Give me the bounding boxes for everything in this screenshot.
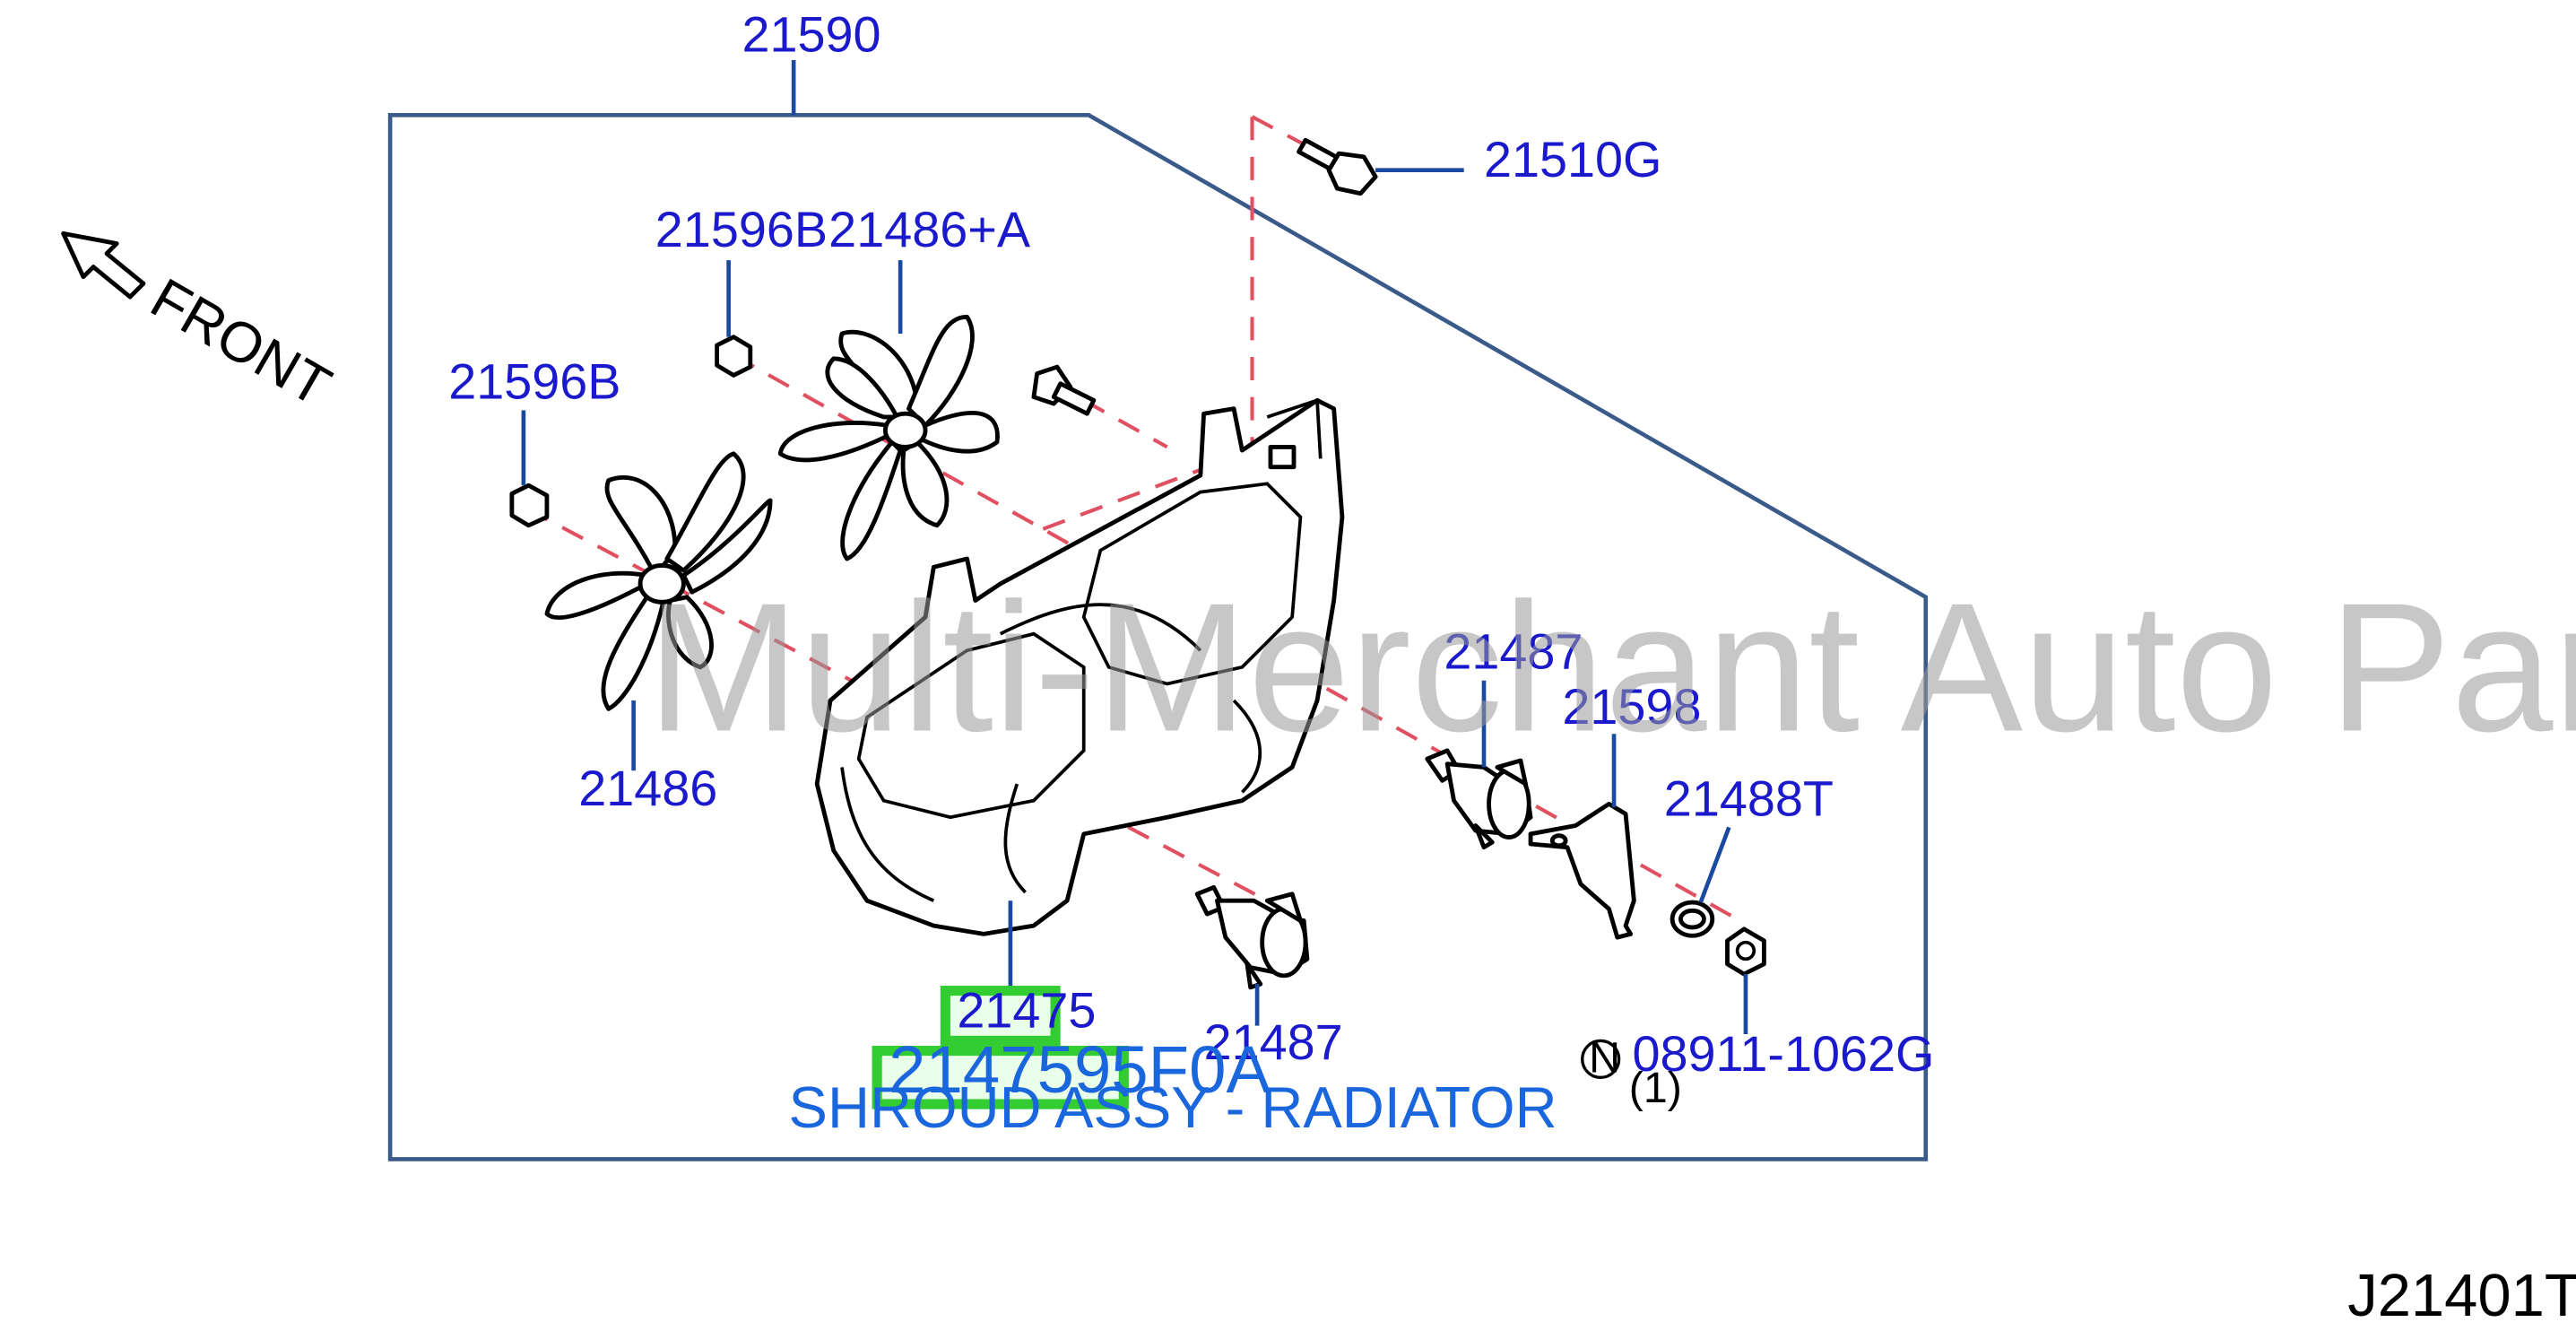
label-21486[interactable]: 21486 — [578, 761, 717, 816]
nut-08911-icon — [1725, 926, 1766, 977]
label-21475[interactable]: 21475 — [957, 983, 1096, 1039]
label-21486a[interactable]: 21486+A — [828, 202, 1031, 257]
fan-21486a-icon — [777, 314, 1000, 561]
n-symbol-circle — [1581, 1039, 1621, 1079]
bracket-21598-icon — [1528, 801, 1636, 940]
bolt-21510g-icon — [1297, 137, 1378, 196]
highlight-box-21475 — [940, 986, 1061, 1046]
motor-21487-lower-icon — [1194, 884, 1310, 990]
watermark: Multi-Merchant Auto Partstore — [647, 566, 2576, 770]
label-21487-lower[interactable]: 21487 — [1204, 1014, 1343, 1070]
n-symbol: N — [1589, 1034, 1620, 1083]
label-qty: (1) — [1629, 1064, 1682, 1112]
label-21596b-lower[interactable]: 21596B — [448, 353, 620, 409]
label-21487-upper[interactable]: 21487 — [1444, 624, 1583, 680]
label-21596b-upper[interactable]: 21596B — [655, 202, 828, 257]
front-label: FRONT — [141, 266, 342, 418]
part-number[interactable]: 2147595F0A — [889, 1032, 1271, 1107]
label-21510g[interactable]: 21510G — [1484, 132, 1661, 187]
nut-21596b-lower-icon — [509, 483, 550, 528]
shroud-icon — [814, 397, 1345, 936]
label-08911-1062g[interactable]: 08911-1062G — [1632, 1026, 1934, 1082]
bolt-icon — [1031, 364, 1097, 416]
leader-washer — [1698, 826, 1731, 903]
assembly-frame — [387, 113, 1929, 1161]
washer-21488t-icon — [1670, 900, 1715, 938]
label-21590[interactable]: 21590 — [742, 7, 880, 63]
part-description: SHROUD ASSY - RADIATOR — [789, 1074, 1557, 1140]
motor-21487-upper-icon — [1425, 748, 1533, 850]
diagram-code: J21401TH — [2347, 1262, 2576, 1329]
label-21598[interactable]: 21598 — [1562, 679, 1701, 735]
nut-21596b-upper-icon — [715, 335, 753, 378]
front-arrow-icon — [61, 231, 146, 300]
fan-21486-icon — [544, 451, 773, 711]
label-21488t[interactable]: 21488T — [1664, 770, 1834, 826]
highlight-box-part-number — [872, 1045, 1129, 1109]
